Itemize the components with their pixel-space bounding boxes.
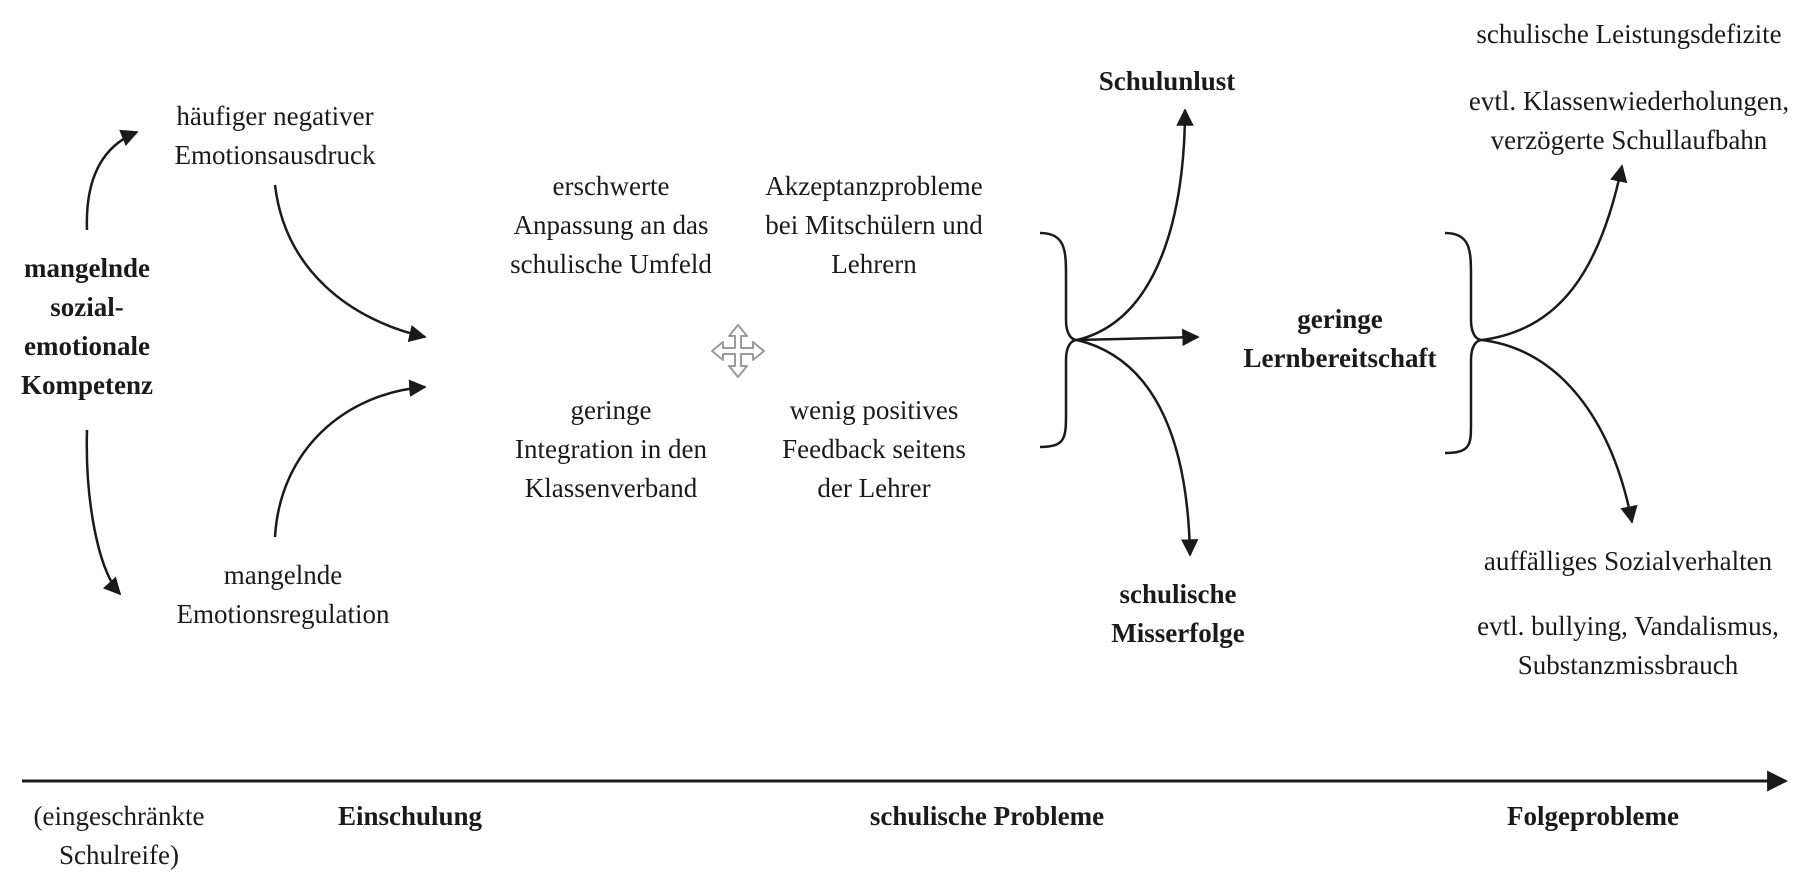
node-repetitions-line: evtl. Klassenwiederholungen, [1468, 86, 1790, 116]
node-school-failure: schulische Misserfolge [1111, 575, 1244, 653]
arrow-to-emotion-regulation [85, 429, 122, 596]
node-repetitions: evtl. Klassenwiederholungen, verzögerte … [1469, 82, 1789, 160]
node-school-failure-line: Misserfolge [1111, 618, 1245, 648]
timeline-stage-0: (eingeschränkte Schulreife) [34, 797, 205, 875]
node-acceptance: Akzeptanzprobleme bei Mitschülern und Le… [765, 167, 982, 284]
node-emotion-expression: häufiger negativer Emotionsausdruck [175, 97, 376, 175]
arrow-to-social-behavior [1481, 338, 1638, 524]
node-repetitions-line: verzögerte Schullaufbahn [1490, 125, 1768, 155]
node-school-failure-line: schulische [1119, 579, 1237, 609]
node-school-reluctance-line: Schulunlust [1098, 66, 1236, 96]
node-bullying: evtl. bullying, Vandalismus, Substanzmis… [1477, 607, 1779, 685]
node-social-behavior: auffälliges Sozialverhalten [1484, 542, 1772, 581]
timeline-stage-1: Einschulung [337, 801, 483, 831]
node-emotion-expression-line: Emotionsausdruck [174, 140, 376, 170]
node-learning-readiness: geringe Lernbereitschaft [1244, 300, 1437, 378]
brace-left [1039, 231, 1078, 449]
node-performance-deficits-line: schulische Leistungsdefizite [1476, 19, 1782, 49]
arrow-to-school-failure [1076, 338, 1199, 557]
node-acceptance-line: Lehrern [831, 249, 917, 279]
node-emotion-regulation-line: Emotionsregulation [176, 599, 390, 629]
node-school-reluctance: Schulunlust [1099, 62, 1236, 101]
node-start: mangelnde sozial- emotionale Kompetenz [21, 249, 153, 405]
node-start-line: Kompetenz [21, 370, 153, 400]
node-start-line: emotionale [24, 331, 150, 361]
node-emotion-regulation-line: mangelnde [223, 560, 343, 590]
node-emotion-regulation: mangelnde Emotionsregulation [177, 556, 390, 634]
node-bullying-line: Substanzmissbrauch [1517, 650, 1739, 680]
node-acceptance-line: Akzeptanzprobleme [765, 171, 983, 201]
node-acceptance-line: bei Mitschülern und [765, 210, 983, 240]
node-learning-readiness-line: Lernbereitschaft [1243, 343, 1437, 373]
brace-right [1444, 231, 1483, 455]
node-adaptation-line: Anpassung an das [513, 210, 709, 240]
node-adaptation-line: schulische Umfeld [510, 249, 712, 279]
node-integration-line: Integration in den [515, 434, 707, 464]
timeline-stage-0-line: Schulreife) [59, 840, 179, 870]
arrow-to-school-reluctance [1076, 108, 1194, 342]
node-feedback: wenig positives Feedback seitens der Leh… [782, 391, 966, 508]
node-start-line: sozial- [50, 292, 124, 322]
arrow-to-learning-readiness [1076, 328, 1200, 347]
node-performance-deficits: schulische Leistungsdefizite [1476, 15, 1781, 54]
node-feedback-line: wenig positives [789, 395, 959, 425]
node-integration-line: Klassenverband [524, 473, 698, 503]
arrow-to-performance-deficits [1481, 164, 1628, 342]
node-emotion-expression-line: häufiger negativer [176, 101, 374, 131]
move-cursor-icon [711, 324, 765, 378]
arrow-to-emotion-expression [85, 129, 139, 231]
timeline-stage-2: schulische Probleme [869, 801, 1105, 831]
arrow-expression-to-center [273, 184, 427, 343]
timeline-stage-0-line: (eingeschränkte [33, 801, 205, 831]
node-adaptation-line: erschwerte [552, 171, 670, 201]
node-learning-readiness-line: geringe [1297, 304, 1383, 334]
node-start-line: mangelnde [23, 253, 150, 283]
arrow-regulation-to-center [273, 379, 427, 538]
node-feedback-line: der Lehrer [817, 473, 931, 503]
node-integration: geringe Integration in den Klassenverban… [515, 391, 707, 508]
node-social-behavior-line: auffälliges Sozialverhalten [1483, 546, 1773, 576]
node-feedback-line: Feedback seitens [782, 434, 966, 464]
node-adaptation: erschwerte Anpassung an das schulische U… [510, 167, 712, 284]
node-integration-line: geringe [570, 395, 652, 425]
node-bullying-line: evtl. bullying, Vandalismus, [1477, 611, 1779, 641]
timeline-stage-3: Folgeprobleme [1507, 801, 1679, 831]
